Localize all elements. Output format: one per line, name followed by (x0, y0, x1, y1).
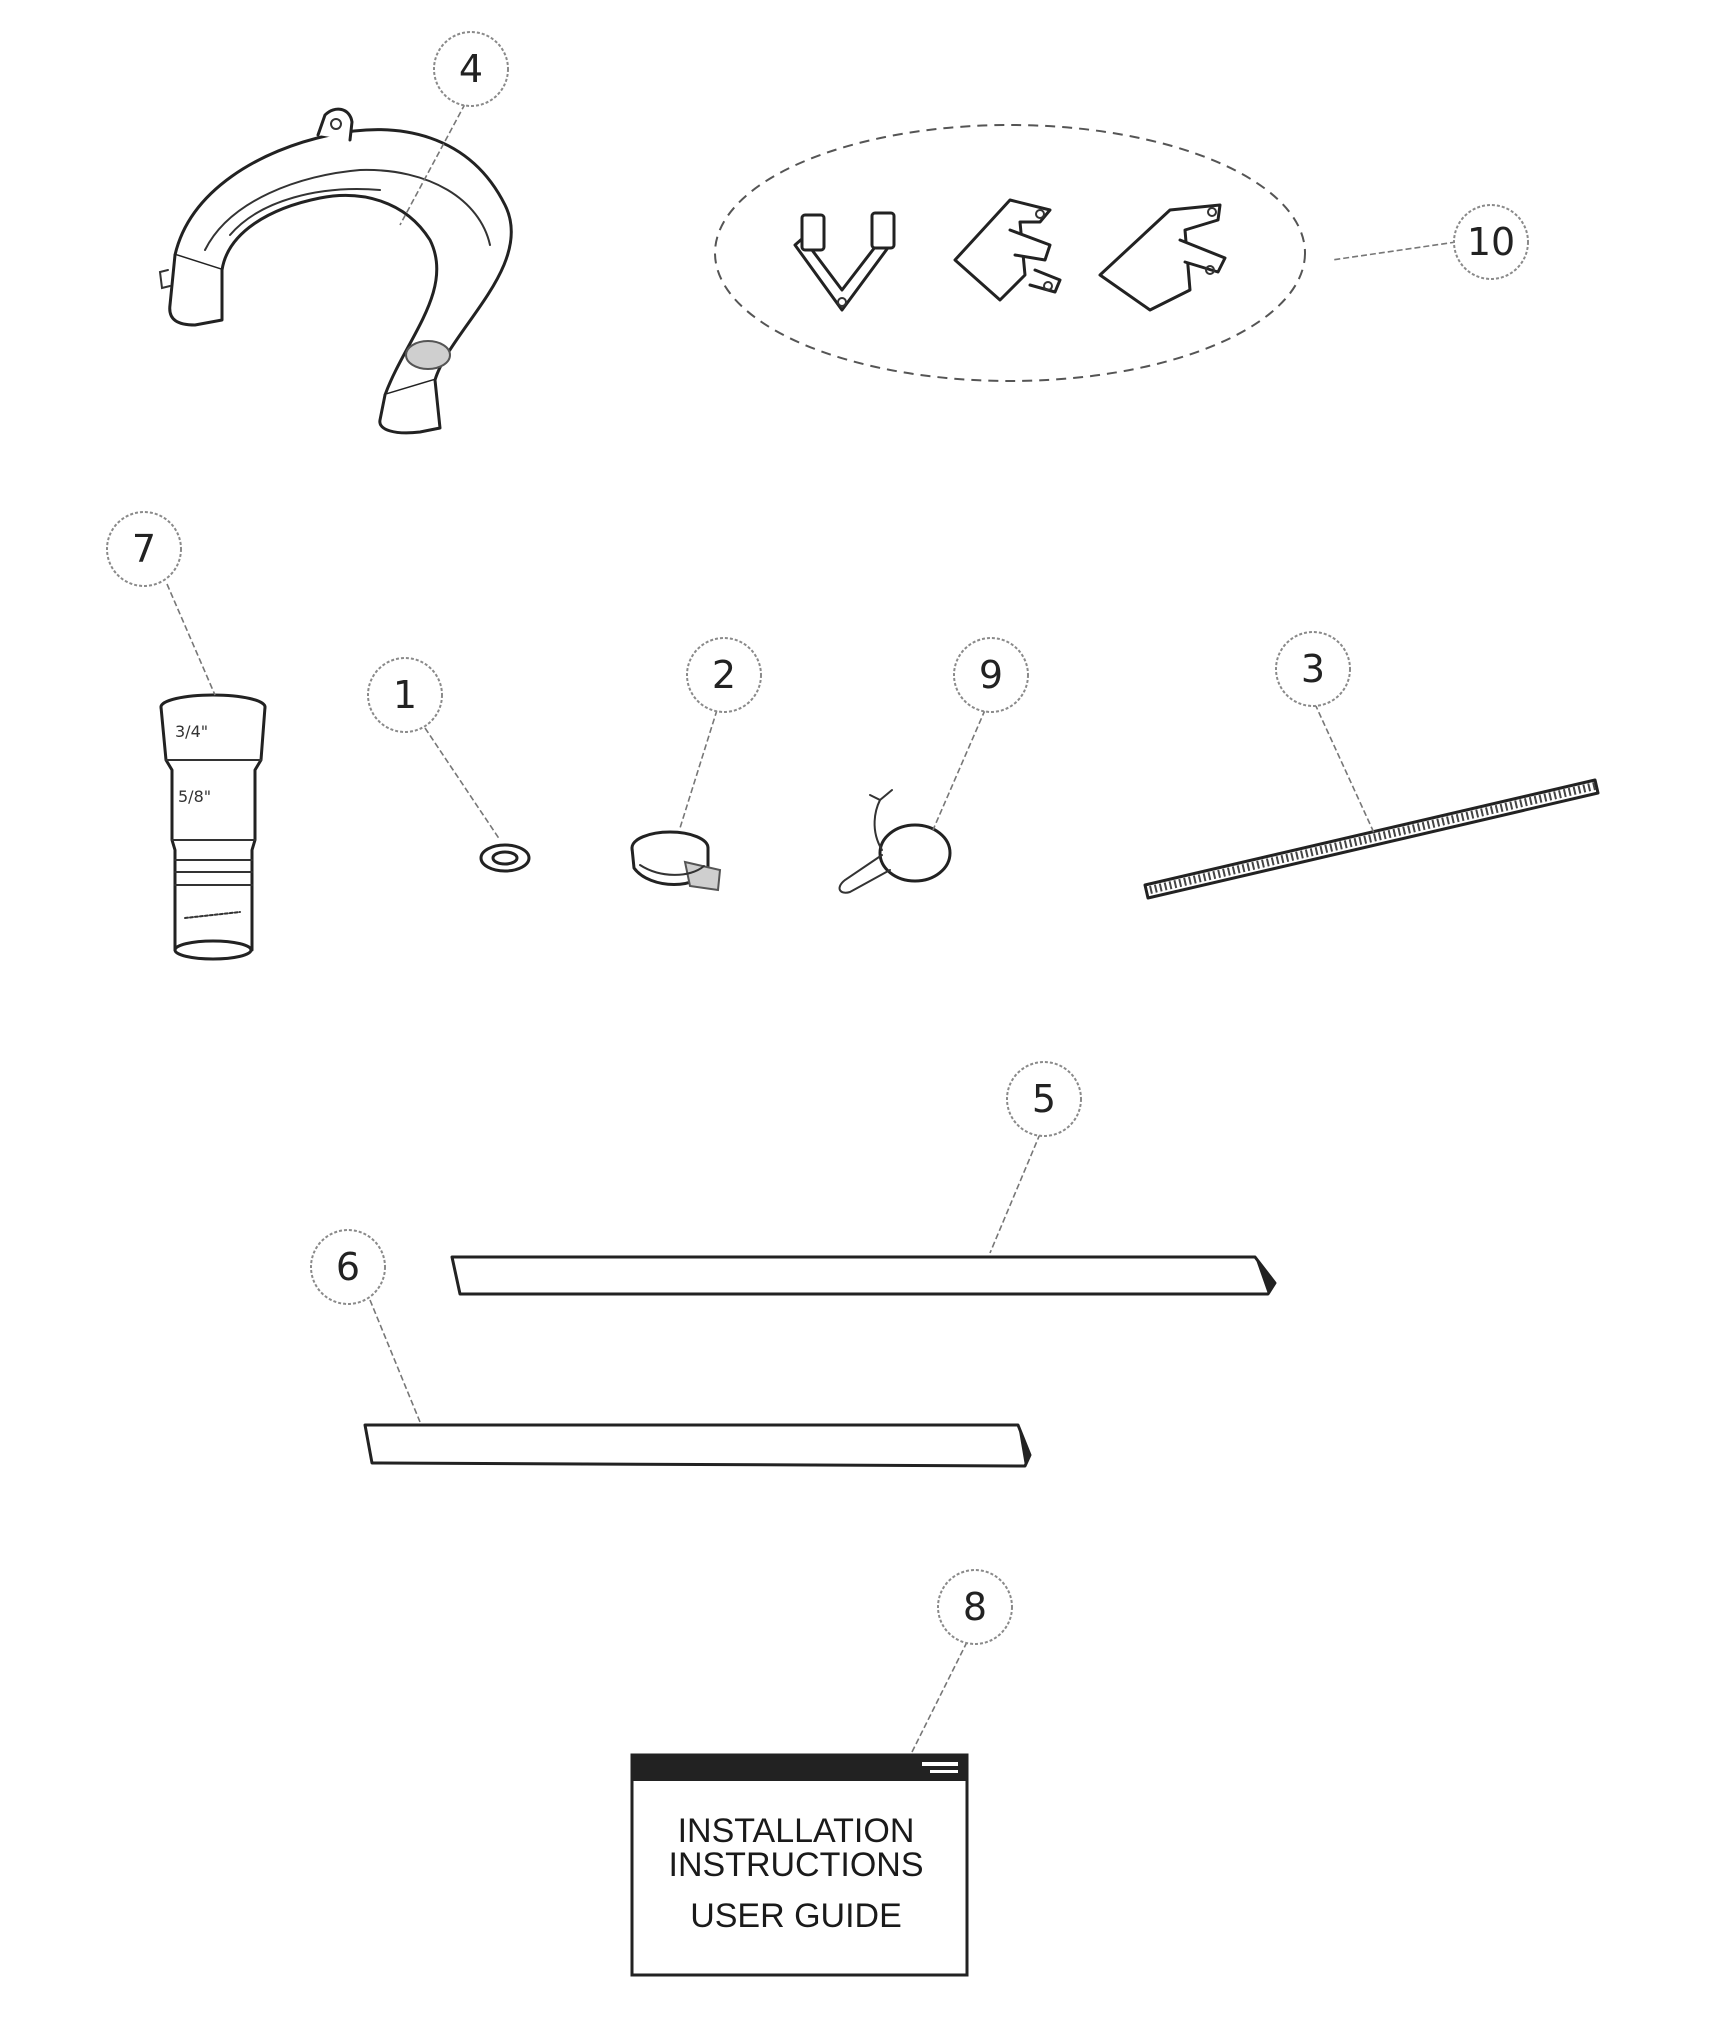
part-7-hose-adapter: 3/4" 5/8" (159, 693, 267, 961)
part-1-washer (479, 843, 531, 873)
leader-5 (989, 1133, 1041, 1254)
callout-4-label: 4 (459, 47, 483, 91)
adapter-mark-1: 3/4" (175, 722, 208, 741)
guide-title-line-2: INSTRUCTIONS (669, 1846, 924, 1884)
leader-6 (369, 1299, 421, 1423)
callout-1-label: 1 (393, 673, 417, 717)
callout-6: 6 (310, 1229, 386, 1305)
adapter-mark-2: 5/8" (178, 787, 211, 806)
callout-10: 10 (1453, 204, 1529, 280)
leader-9 (932, 709, 986, 831)
callout-10-label: 10 (1467, 220, 1515, 264)
leader-10 (1331, 241, 1457, 261)
guide-title-line-3: USER GUIDE (690, 1897, 902, 1935)
callout-7: 7 (106, 511, 182, 587)
leader-3 (1314, 703, 1376, 836)
callouts: 4 10 7 1 2 9 3 5 (106, 31, 1529, 1645)
leader-8 (911, 1641, 968, 1753)
guide-title-line-1: INSTALLATION (678, 1812, 915, 1850)
callout-8: 8 (937, 1569, 1013, 1645)
leader-4 (399, 103, 466, 226)
part-6-short-strip (363, 1423, 1032, 1468)
leader-lines (166, 103, 1457, 1753)
part-2-hose-clamp (630, 830, 722, 892)
part-10-bracket-set (714, 124, 1306, 382)
callout-3: 3 (1275, 631, 1351, 707)
part-9-spring-clip (838, 789, 952, 894)
callout-1: 1 (367, 657, 443, 733)
callout-7-label: 7 (132, 527, 156, 571)
callout-3-label: 3 (1301, 647, 1325, 691)
part-4-saddle-bracket (158, 107, 513, 435)
part-8-instruction-booklet: INSTALLATION INSTRUCTIONS USER GUIDE (630, 1753, 969, 1977)
part-3-threaded-rod (1143, 778, 1600, 900)
callout-2: 2 (686, 637, 762, 713)
callout-4: 4 (433, 31, 509, 107)
callout-9-label: 9 (979, 653, 1003, 697)
leader-2 (679, 709, 718, 829)
callout-5: 5 (1006, 1061, 1082, 1137)
callout-2-label: 2 (712, 653, 736, 697)
callout-8-label: 8 (963, 1585, 987, 1629)
callout-6-label: 6 (336, 1245, 360, 1289)
leader-7 (166, 583, 216, 696)
part-5-long-strip (450, 1255, 1277, 1296)
leader-1 (424, 727, 501, 841)
callout-5-label: 5 (1032, 1077, 1056, 1121)
callout-9: 9 (953, 637, 1029, 713)
